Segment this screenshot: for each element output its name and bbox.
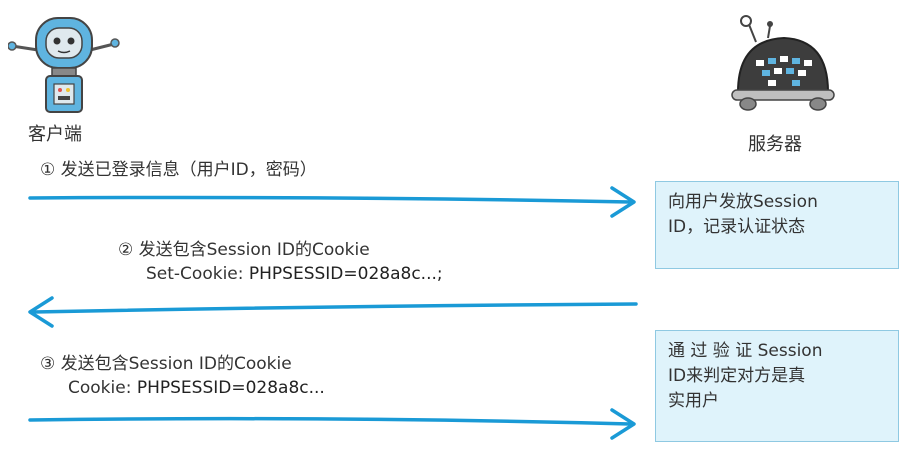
arrow-step-3 [28, 408, 636, 440]
note-1-line-2: ID，记录认证状态 [668, 217, 806, 237]
server-robot-icon [731, 15, 835, 111]
note-2-line-3: 实用户 [668, 391, 719, 411]
note-2-line-1: 通 过 验 证 Session [668, 341, 823, 361]
server-note-verify-session: 通 过 验 证 Session ID来判定对方是真 实用户 [655, 330, 899, 442]
step-2-detail: Set-Cookie: PHPSESSID=028a8c...; [118, 262, 443, 286]
step-2-text: ② 发送包含Session ID的Cookie Set-Cookie: PHPS… [118, 238, 443, 286]
step-2-title: ② 发送包含Session ID的Cookie [118, 240, 370, 260]
step-1-title: ① 发送已登录信息（用户ID，密码） [40, 160, 317, 180]
step-3-title: ③ 发送包含Session ID的Cookie [40, 354, 292, 374]
note-1-line-1: 向用户发放Session [668, 192, 818, 212]
server-note-issue-session: 向用户发放Session ID，记录认证状态 [655, 181, 899, 269]
step-3-text: ③ 发送包含Session ID的Cookie Cookie: PHPSESSI… [40, 352, 325, 400]
step-1-text: ① 发送已登录信息（用户ID，密码） [40, 158, 317, 182]
step-3-detail-value: PHPSESSID=028a8c... [136, 378, 325, 398]
step-2-detail-value: PHPSESSID=028a8c...; [248, 264, 443, 284]
arrow-step-2 [28, 296, 638, 328]
note-2-line-2: ID来判定对方是真 [668, 366, 806, 386]
client-label: 客户端 [28, 124, 82, 145]
arrow-step-1 [28, 186, 636, 218]
step-3-detail: Cookie: PHPSESSID=028a8c... [40, 376, 325, 400]
client-robot-icon [8, 17, 120, 113]
step-2-detail-prefix: Set-Cookie: [146, 264, 249, 284]
step-3-detail-prefix: Cookie: [68, 378, 137, 398]
server-label: 服务器 [748, 134, 802, 155]
